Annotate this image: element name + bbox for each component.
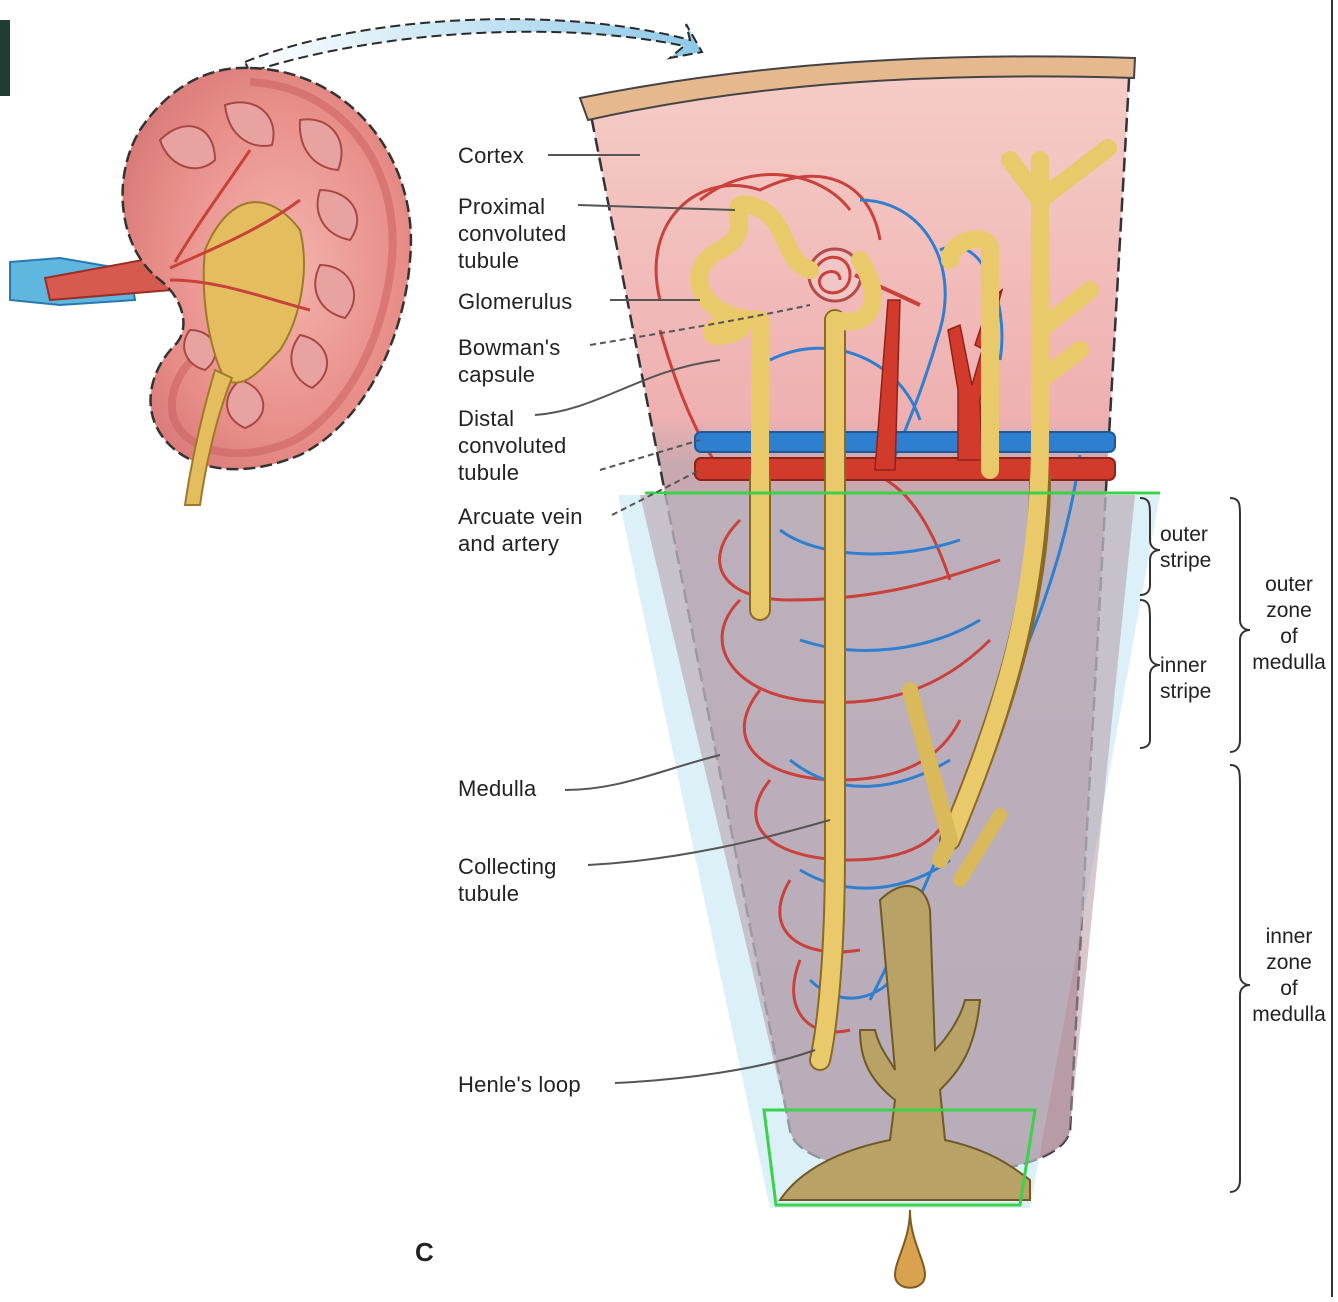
label-outer-zone-of-medulla: outer zone of medulla	[1240, 572, 1338, 676]
renal-pyramid-wedge	[580, 56, 1160, 1287]
kidney-overview	[10, 68, 411, 505]
label-glomerulus: Glomerulus	[458, 288, 572, 315]
label-inner-zone-of-medulla: inner zone of medulla	[1240, 924, 1338, 1028]
label-proximal-convoluted-tubule: Proximal convoluted tubule	[458, 193, 566, 274]
label-henles-loop: Henle's loop	[458, 1071, 581, 1098]
label-distal-convoluted-tubule: Distal convoluted tubule	[458, 405, 566, 486]
label-collecting-tubule: Collecting tubule	[458, 853, 557, 907]
zoom-arrow	[245, 19, 702, 72]
zone-braces	[1140, 498, 1250, 1192]
label-arcuate-vein-artery: Arcuate vein and artery	[458, 503, 583, 557]
corner-tab	[0, 20, 10, 96]
label-outer-stripe: outer stripe	[1160, 522, 1232, 574]
label-inner-stripe: inner stripe	[1160, 653, 1232, 705]
label-bowmans-capsule: Bowman's capsule	[458, 334, 560, 388]
right-border-rule	[1331, 0, 1333, 1297]
panel-letter: C	[415, 1237, 434, 1268]
urine-drop-icon	[895, 1210, 925, 1288]
label-cortex: Cortex	[458, 142, 524, 169]
label-medulla: Medulla	[458, 775, 536, 802]
